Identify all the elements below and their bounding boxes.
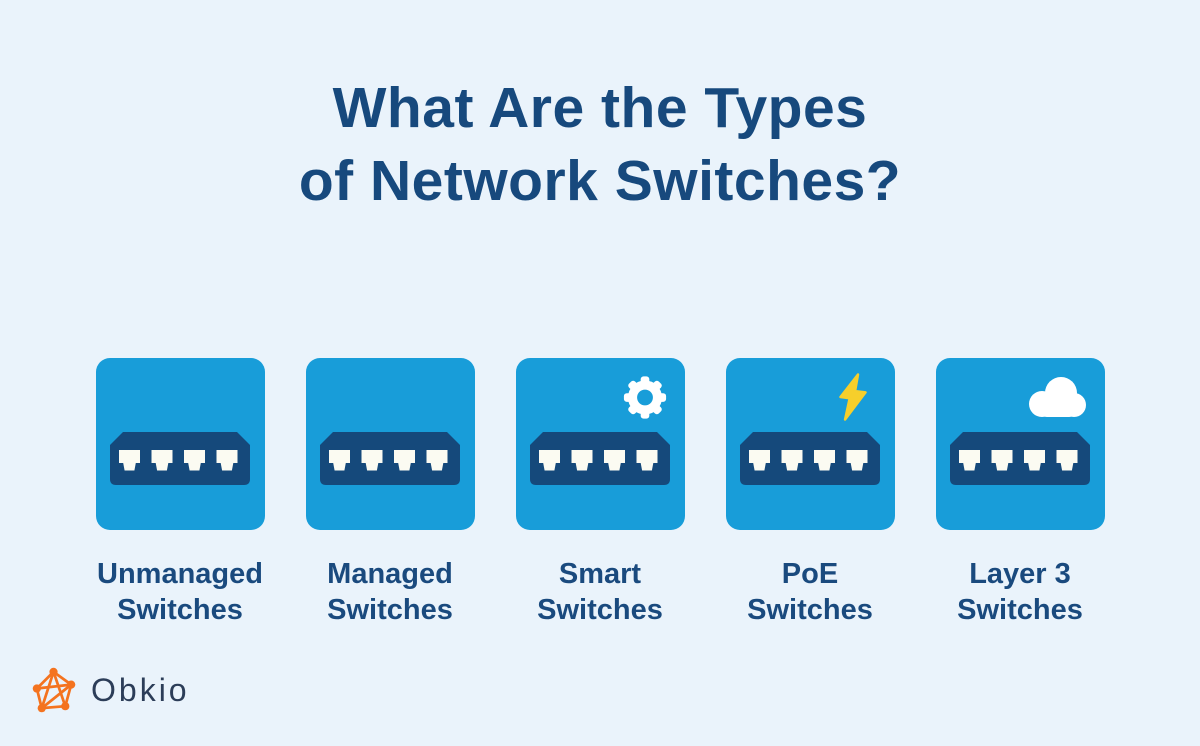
lightning-icon bbox=[838, 373, 867, 421]
switch-types-row: Unmanaged Switches Managed Sw bbox=[0, 358, 1200, 628]
network-switch-icon bbox=[530, 432, 670, 485]
label-line: Switches bbox=[327, 594, 453, 626]
switch-type-managed: Managed Switches bbox=[305, 358, 475, 628]
card-label-poe: PoE Switches bbox=[747, 556, 873, 628]
network-switch-icon bbox=[110, 432, 250, 485]
unmanaged-switch-card bbox=[95, 358, 265, 530]
network-switch-icon bbox=[740, 432, 880, 485]
label-line: Switches bbox=[957, 594, 1083, 626]
switch-type-unmanaged: Unmanaged Switches bbox=[95, 358, 265, 628]
label-line: Switches bbox=[117, 594, 243, 626]
label-line: PoE bbox=[781, 558, 839, 590]
card-label-layer3: Layer 3 Switches bbox=[957, 556, 1083, 628]
brand-footer: Obkio bbox=[29, 665, 190, 716]
brand-name: Obkio bbox=[91, 672, 190, 708]
label-line: Unmanaged bbox=[97, 558, 263, 590]
network-switch-icon bbox=[950, 432, 1090, 485]
poe-switch-card bbox=[725, 358, 895, 530]
label-line: Layer 3 bbox=[969, 558, 1071, 590]
label-line: Managed bbox=[327, 558, 453, 590]
label-line: Smart bbox=[558, 558, 642, 590]
switch-type-poe: PoE Switches bbox=[725, 358, 895, 628]
page-title-line1: What Are the Types bbox=[332, 76, 868, 140]
layer3-switch-card bbox=[935, 358, 1105, 530]
smart-switch-card bbox=[515, 358, 685, 530]
switch-type-layer3: Layer 3 Switches bbox=[935, 358, 1105, 628]
page-title: What Are the Types of Network Switches? bbox=[0, 72, 1200, 218]
network-graph-icon bbox=[32, 667, 76, 713]
cloud-icon bbox=[1028, 377, 1086, 417]
network-switch-icon bbox=[320, 432, 460, 485]
label-line: Switches bbox=[537, 594, 663, 626]
gear-icon bbox=[623, 376, 666, 419]
switch-type-smart: Smart Switches bbox=[515, 358, 685, 628]
card-label-smart: Smart Switches bbox=[537, 556, 663, 628]
card-label-managed: Managed Switches bbox=[327, 556, 453, 628]
label-line: Switches bbox=[747, 594, 873, 626]
card-label-unmanaged: Unmanaged Switches bbox=[97, 556, 263, 628]
managed-switch-card bbox=[305, 358, 475, 530]
page-title-line2: of Network Switches? bbox=[298, 149, 902, 213]
